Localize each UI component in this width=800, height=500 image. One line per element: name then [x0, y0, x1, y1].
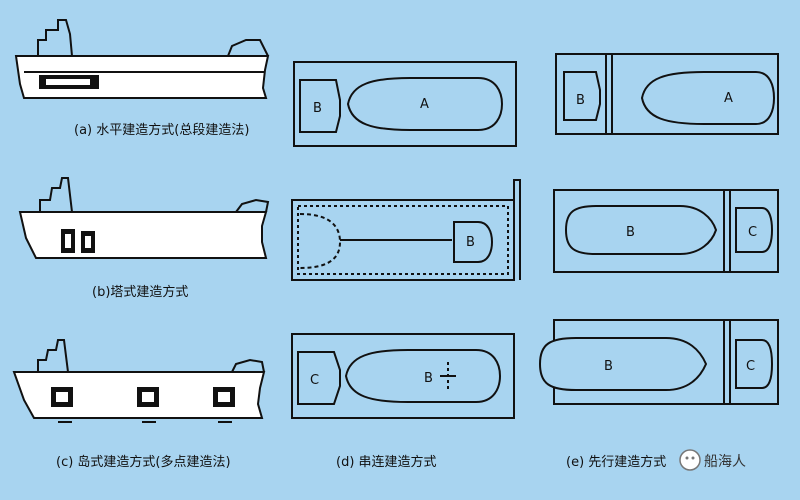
caption-c: (c) 岛式建造方式(多点建造法) — [56, 454, 231, 470]
label-e2-C: C — [748, 225, 757, 240]
caption-a: (a) 水平建造方式(总段建造法) — [74, 122, 249, 138]
label-d1-A: A — [420, 97, 429, 112]
label-d2-B: B — [466, 235, 475, 250]
dock-diagram-e1 — [555, 53, 779, 135]
ship-profile-a — [14, 19, 270, 99]
caption-b: (b)塔式建造方式 — [92, 284, 188, 300]
label-d1-B: B — [313, 101, 322, 116]
label-d3-B: B — [424, 371, 433, 386]
label-e2-B: B — [626, 225, 635, 240]
watermark-icon — [679, 449, 701, 471]
dock-diagram-e3 — [538, 319, 779, 405]
ship-profile-c — [12, 339, 266, 423]
dock-diagram-d3 — [291, 333, 515, 419]
dock-diagram-d2 — [291, 179, 521, 281]
watermark-text: 船海人 — [704, 454, 746, 470]
label-d3-C: C — [310, 373, 319, 388]
label-e3-B: B — [604, 359, 613, 374]
label-e1-A: A — [724, 91, 733, 106]
dock-diagram-e2 — [553, 189, 779, 273]
watermark: 船海人 — [679, 449, 746, 471]
ship-profile-b — [18, 177, 270, 259]
caption-d: (d) 串连建造方式 — [336, 454, 437, 470]
label-e3-C: C — [746, 359, 755, 374]
label-e1-B: B — [576, 93, 585, 108]
dock-diagram-d1 — [293, 61, 517, 147]
caption-e: (e) 先行建造方式 — [566, 454, 666, 470]
